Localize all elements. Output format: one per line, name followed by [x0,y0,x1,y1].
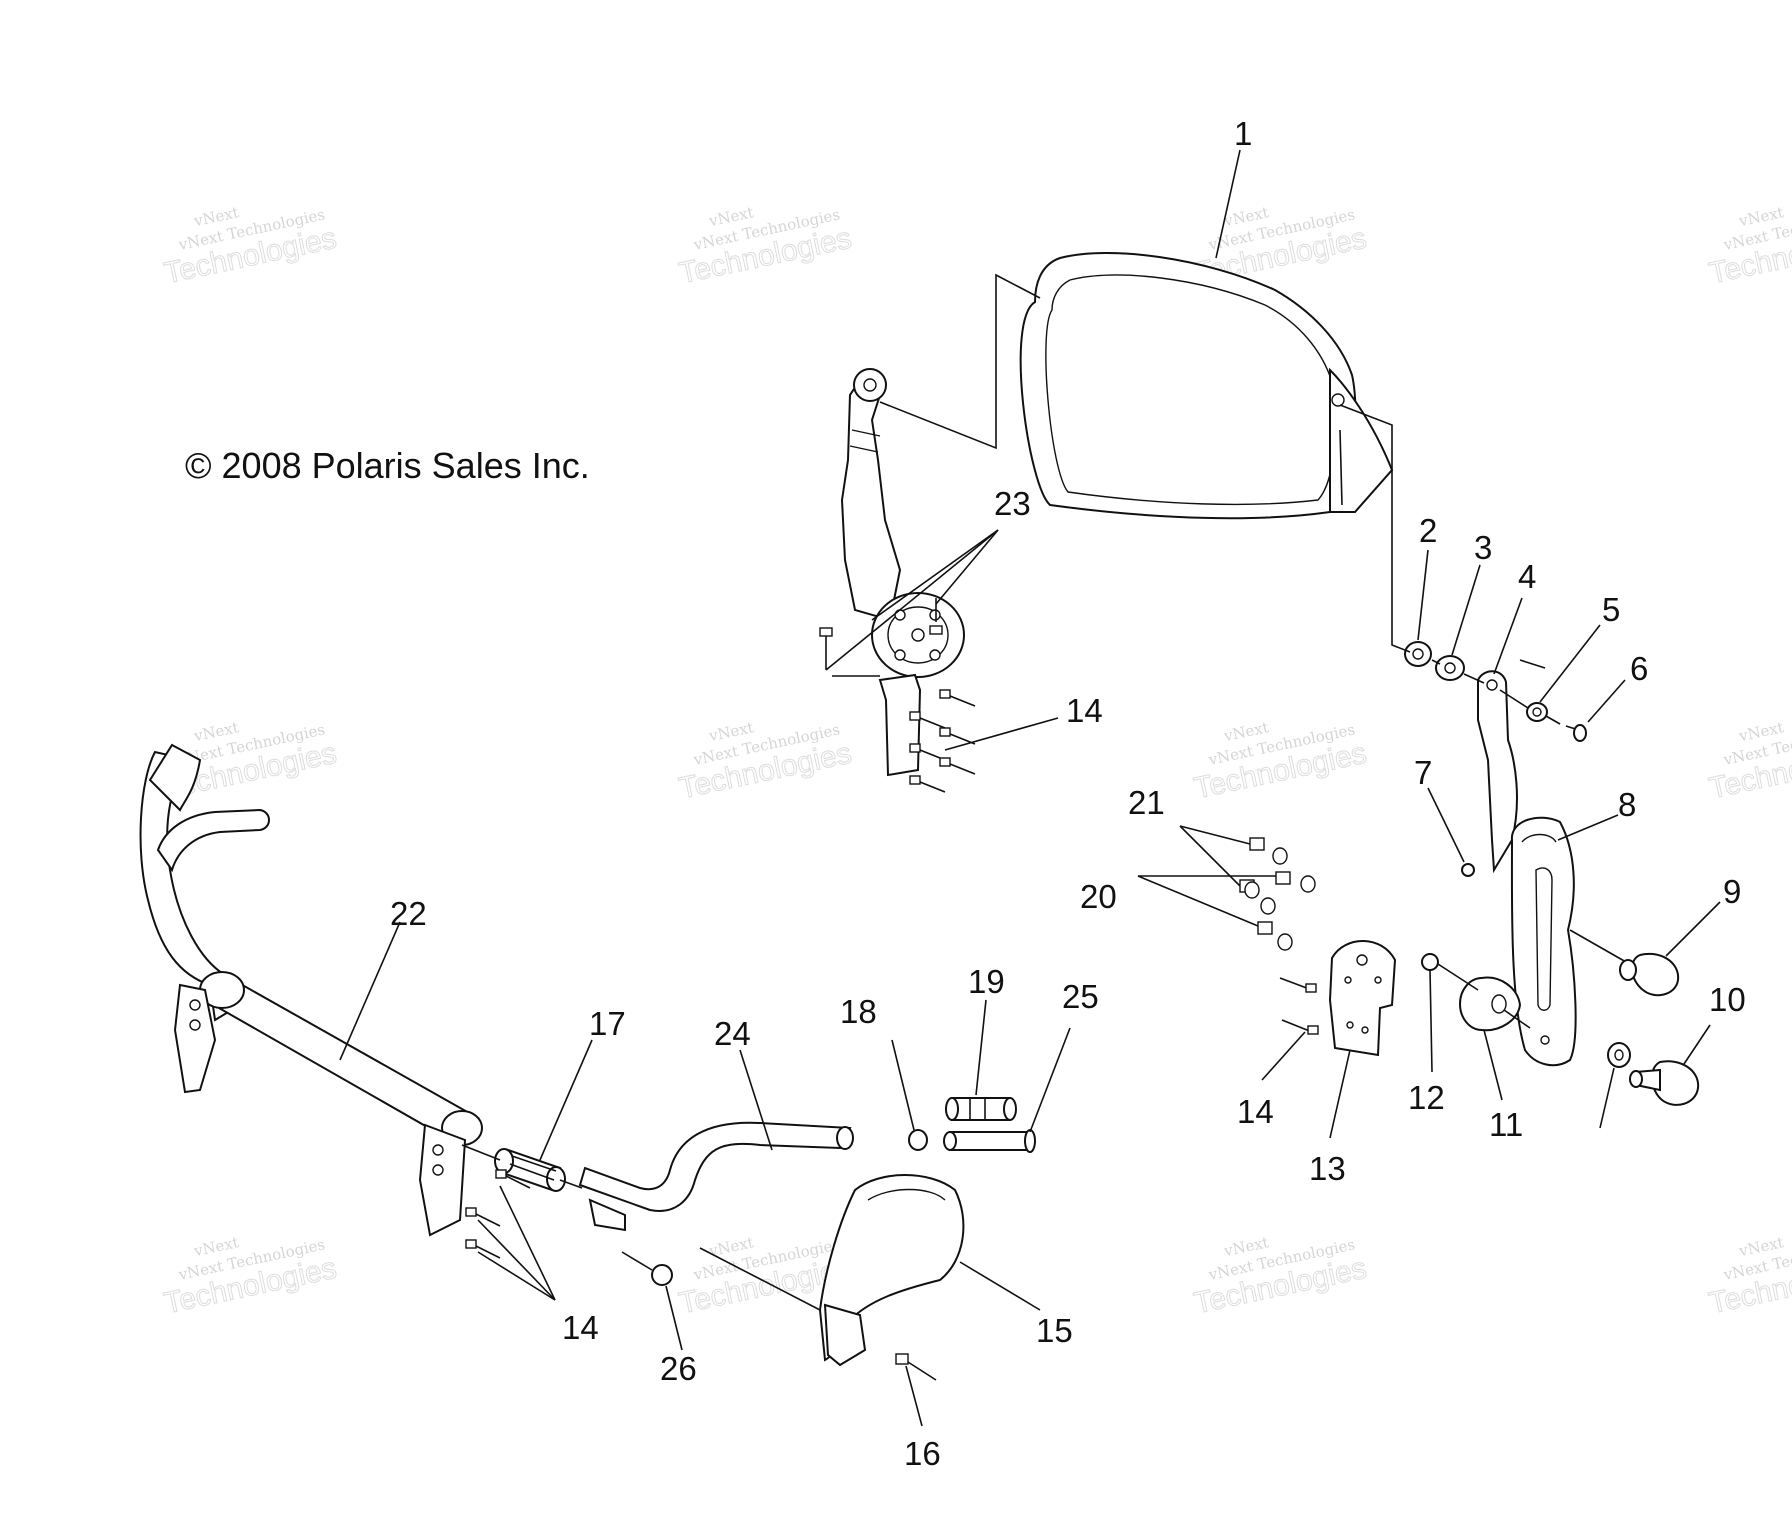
callout-15: 15 [1036,1312,1073,1349]
callout-24: 24 [714,1015,751,1052]
callout-20: 20 [1080,878,1117,915]
part-6-bolt [1565,724,1587,742]
part-9-knob [1569,929,1680,997]
callout-22: 22 [390,895,427,932]
watermark: vNext vNext Technologies Technologies [1191,718,1370,806]
callout-5: 5 [1602,591,1620,628]
callout-18: 18 [840,993,877,1030]
callout-13: 13 [1309,1150,1346,1187]
part-21-20-fasteners [1239,837,1316,951]
part-24-handle-tube [578,1121,854,1232]
callout-4: 4 [1518,558,1536,595]
part-18-cap [908,1129,928,1151]
watermark: vNext vNext Technologies Technologies [676,718,855,806]
callout-25: 25 [1062,978,1099,1015]
callout-17: 17 [589,1005,626,1042]
callout-14: 14 [1066,692,1103,729]
watermark: vNext vNext Technologies Technologies [161,203,340,291]
callout-10: 10 [1709,981,1746,1018]
part-3-washer-lower [1607,1042,1631,1068]
part-3-washer-upper [1435,655,1465,681]
part-2-washer [1404,641,1432,667]
part-22-frame-bar [139,743,483,1237]
leader-lines [339,149,1721,1427]
part-19-sleeve [945,1097,1017,1121]
callout-12: 12 [1408,1079,1445,1116]
watermark: vNext vNext Technologies Technologies [676,203,855,291]
callout-16: 16 [904,1435,941,1472]
part-11-wheel [1459,976,1522,1032]
part-17-grip [494,1148,566,1192]
part-13-bracket-plate [1328,940,1397,1057]
watermark: vNext vNext Technologies Technologies [161,1233,340,1321]
copyright-notice: © 2008 Polaris Sales Inc. [185,445,590,486]
part-8-side-cover [1510,816,1577,1067]
callout-11: 11 [1489,1106,1523,1143]
part-12-nut [1421,953,1439,971]
callout-3: 3 [1474,529,1492,566]
part-14-bolts-center [909,689,976,793]
callout-6: 6 [1630,650,1648,687]
part-7-nut [1461,863,1475,877]
part-23-recliner-mechanism [819,368,965,777]
part-14-bolts-left [465,1169,531,1259]
watermark: vNext vNext Technologies Technologies [1706,718,1792,806]
callout-14: 14 [1237,1093,1274,1130]
part-15-hand-guard [818,1174,965,1367]
callout-2: 2 [1419,512,1437,549]
part-16-screw [895,1353,937,1381]
part-10-knob [1629,1060,1700,1106]
callout-26: 26 [660,1350,697,1387]
watermark: vNext vNext Technologies Technologies [1191,1233,1370,1321]
part-14-bolts-right [1279,977,1319,1035]
callout-8: 8 [1618,786,1636,823]
callouts: 1 2 3 4 5 6 7 8 9 10 11 12 13 14 14 14 1… [390,115,1746,1472]
callout-1: 1 [1234,115,1252,152]
watermark: vNext vNext Technologies Technologies [1706,1233,1792,1321]
part-26-knob [621,1251,673,1286]
callout-21: 21 [1128,784,1165,821]
part-4-arm [1477,670,1518,874]
callout-14: 14 [562,1309,599,1346]
callout-9: 9 [1723,873,1741,910]
callout-23: 23 [994,485,1031,522]
part-25-pin [943,1129,1036,1153]
part-1-backrest-pad [1019,252,1394,520]
callout-7: 7 [1414,754,1432,791]
callout-19: 19 [968,963,1005,1000]
watermark: vNext vNext Technologies Technologies [1706,203,1792,291]
part-5-washer [1519,659,1548,722]
